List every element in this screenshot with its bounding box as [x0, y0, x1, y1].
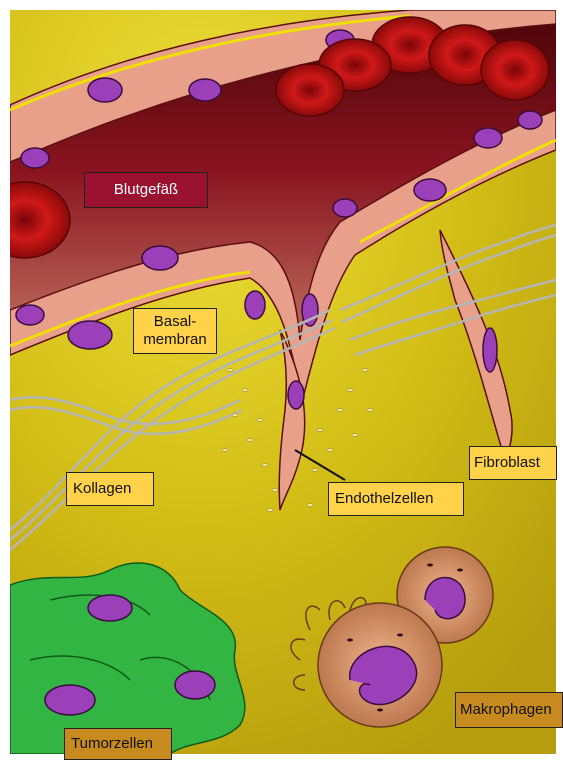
label-blood-vessel: Blutgefäß [84, 172, 208, 208]
label-fibroblast: Fibroblast [469, 446, 557, 480]
angiogenesis-illustration [10, 10, 556, 754]
illustration-canvas [10, 10, 556, 754]
label-collagen: Kollagen [66, 472, 154, 506]
label-basal-membrane: Basal- membran [133, 308, 217, 354]
label-macrophages: Makrophagen [455, 692, 563, 728]
label-endothelial-cells: Endothelzellen [328, 482, 464, 516]
label-tumor-cells: Tumorzellen [64, 728, 172, 760]
